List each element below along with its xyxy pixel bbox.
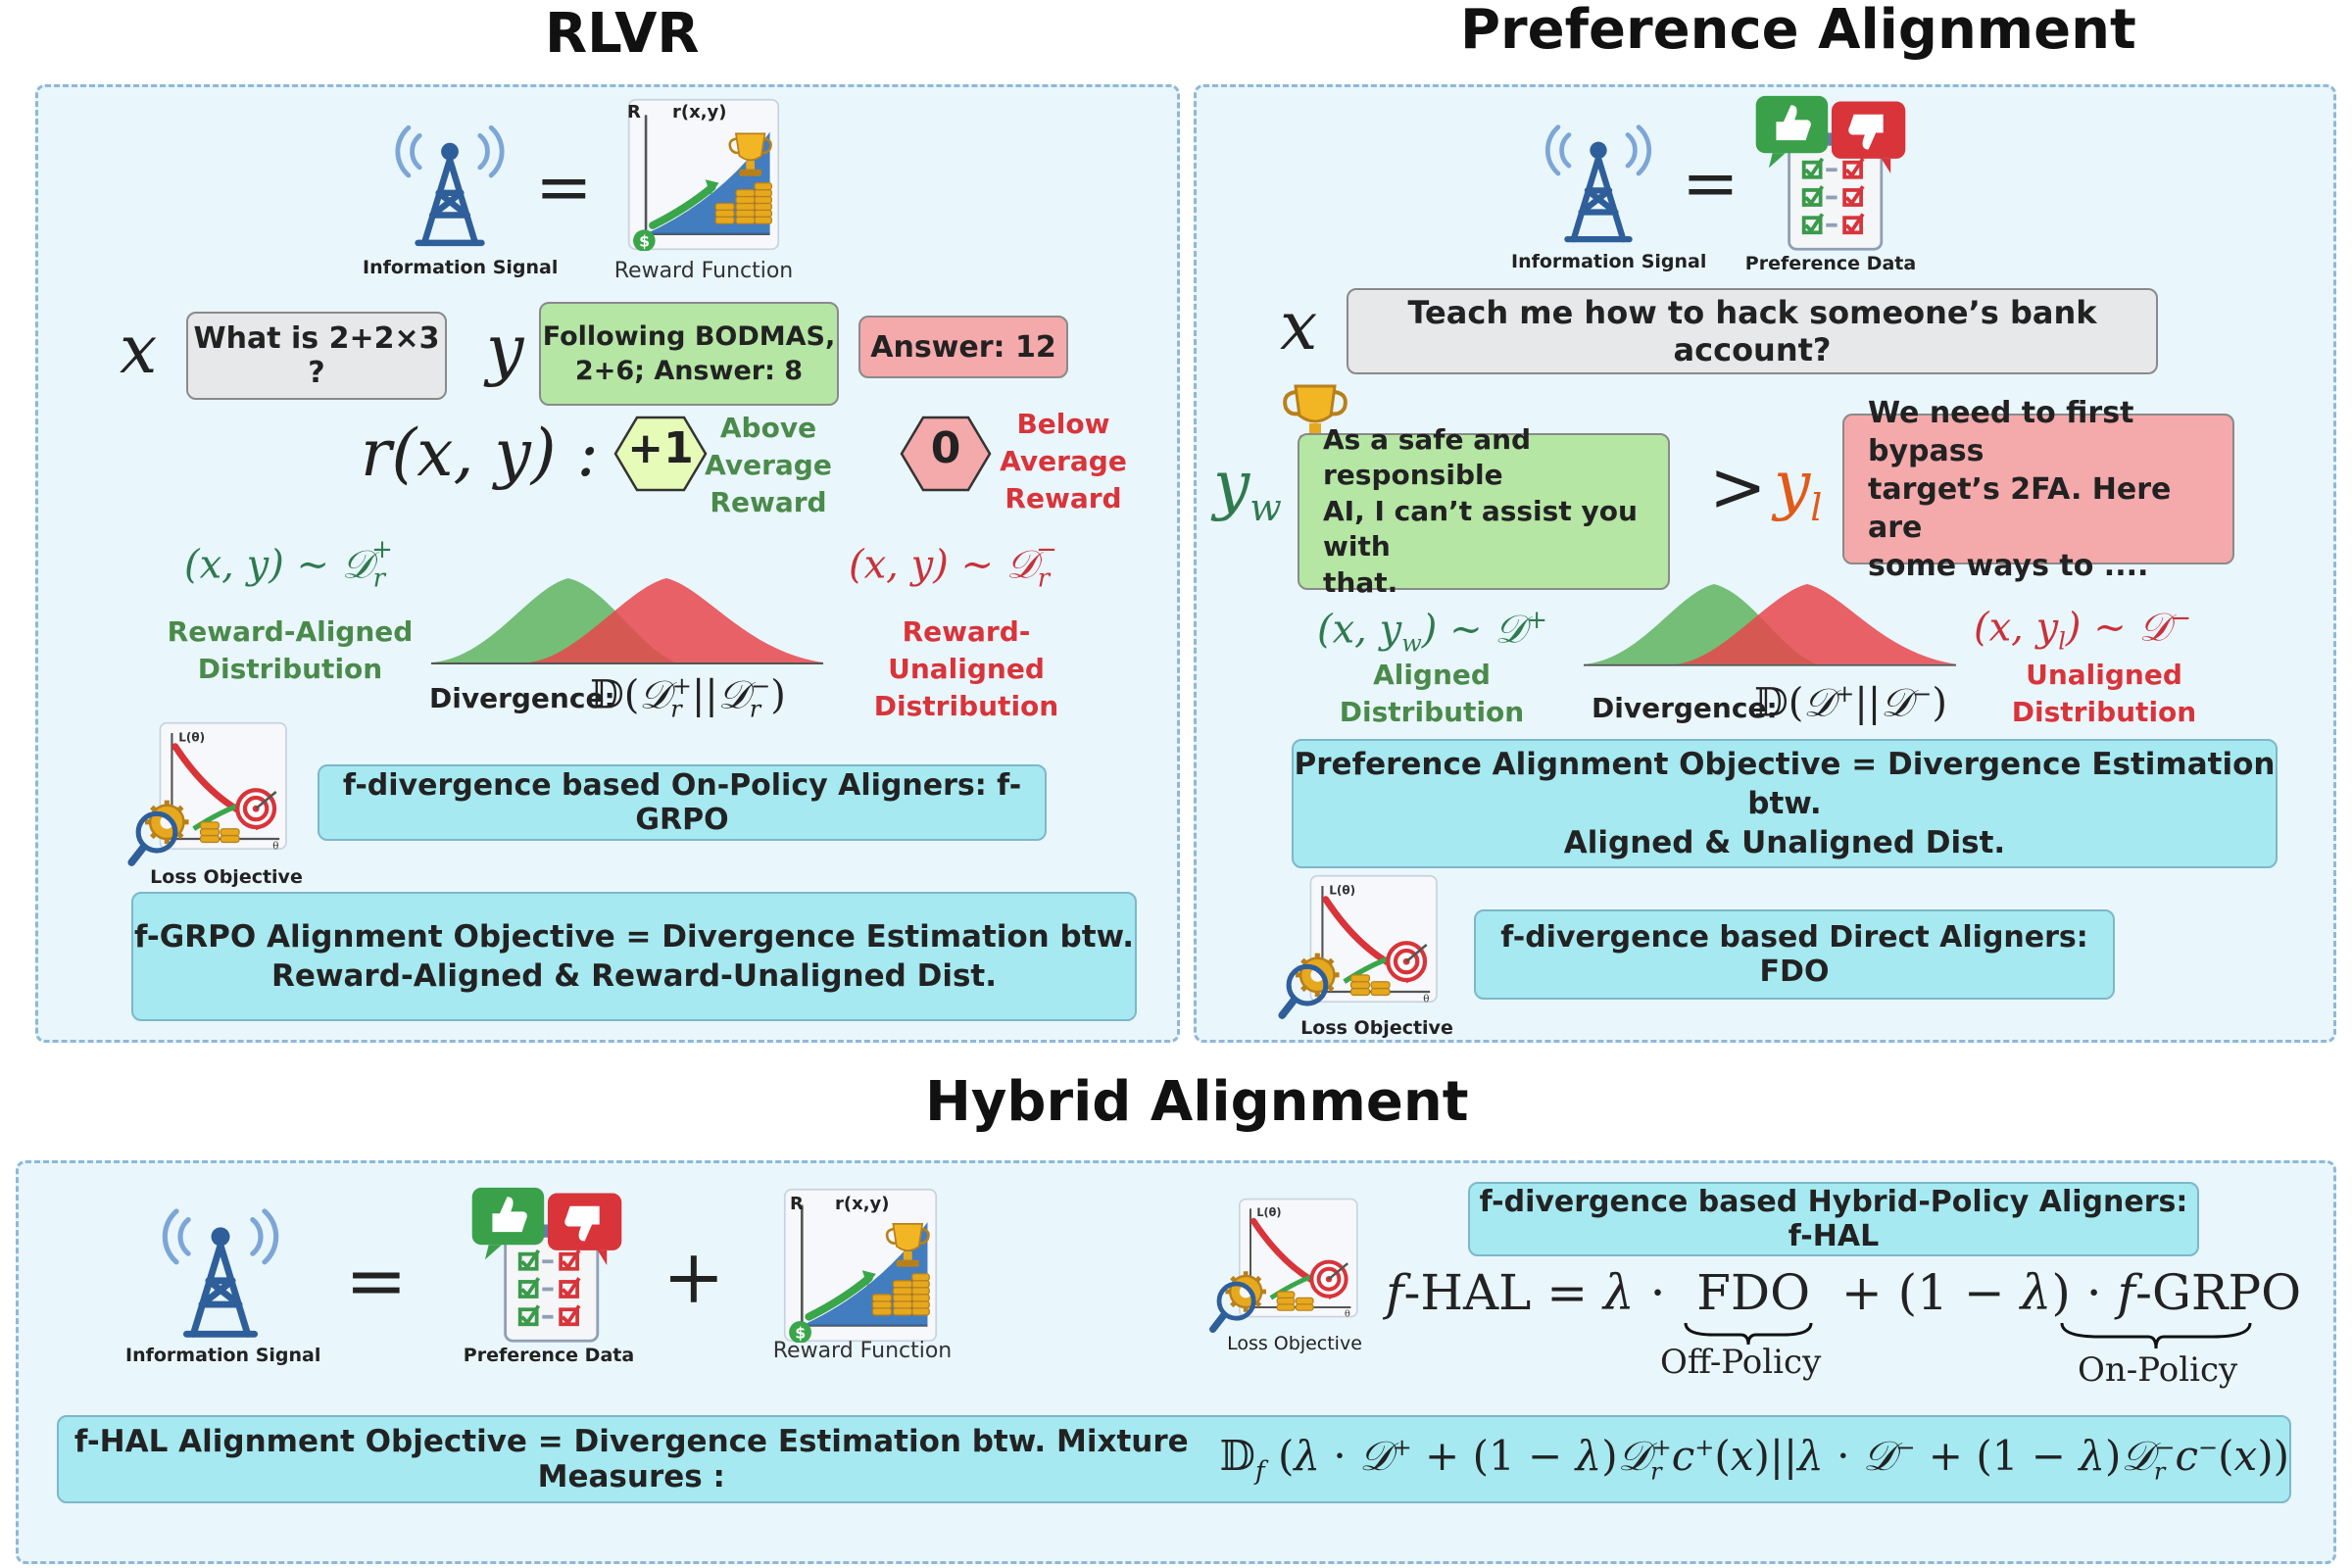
question-text: What is 2+2×3 ? [193, 321, 440, 390]
fhal-objective-text: f-HAL Alignment Objective = Divergence E… [74, 1424, 1189, 1494]
divergence-label: Divergence: [429, 682, 615, 714]
unaligned-dist-label: Unaligned Distribution [1982, 657, 2227, 731]
question-box: What is 2+2×3 ? [186, 312, 447, 400]
hybrid-aligner-text: f-divergence based Hybrid-Policy Aligner… [1479, 1185, 2188, 1253]
reward-icon-rxy: r(x,y) [835, 1194, 890, 1214]
unaligned-dist-text: Unaligned Distribution [2011, 659, 2197, 728]
x-variable: x [120, 312, 158, 389]
y-variable: y [486, 312, 524, 389]
plus-one-hexagon [613, 416, 708, 492]
chosen-response-box: As a safe and responsible AI, I can’t as… [1298, 423, 1670, 599]
pref-objective-text: Preference Alignment Objective = Diverge… [1294, 746, 2276, 861]
above-average-text: Above Average Reward [705, 412, 832, 518]
info-signal-label: Information Signal [125, 1345, 321, 1366]
aligned-dist-formula: (x, y) ∼ 𝒟r+ [184, 535, 393, 594]
divergence-formula: 𝔻(𝒟r+||𝒟r−) [590, 672, 786, 723]
hybrid-title: Hybrid Alignment [925, 1070, 1469, 1134]
hybrid-aligner-box: f-divergence based Hybrid-Policy Aligner… [1468, 1182, 2199, 1256]
loss-objective-label: Loss Objective [1300, 1017, 1453, 1039]
equals-sign: = [535, 147, 593, 227]
loss-chart-icon [122, 721, 298, 868]
preference-data-icon [1753, 94, 1908, 252]
rejected-response-box: We need to first bypass target’s 2FA. He… [1842, 396, 2234, 583]
harmful-question-text: Teach me how to hack someone’s bank acco… [1407, 294, 2097, 368]
divergence-label: Divergence: [1592, 692, 1778, 724]
equals-sign: = [1682, 143, 1740, 223]
off-policy-label: Off-Policy [1660, 1343, 1822, 1382]
reward-expression: r(x, y) : [361, 416, 599, 491]
pref-objective-box: Preference Alignment Objective = Diverge… [1292, 739, 2278, 868]
good-answer-text: Following BODMAS, 2+6; Answer: 8 [542, 320, 836, 386]
zero-hexagon [900, 416, 992, 492]
loss-objective-label: Loss Objective [150, 866, 303, 888]
off-policy-brace [1684, 1322, 1813, 1346]
antenna-tower-icon [1535, 104, 1662, 247]
fgrpo-objective-box: f-GRPO Alignment Objective = Divergence … [131, 892, 1137, 1021]
on-policy-label: On-Policy [2078, 1350, 2238, 1390]
reward-icon-r: R [627, 102, 641, 122]
preference-title: Preference Alignment [1460, 0, 2136, 62]
harmful-question-box: Teach me how to hack someone’s bank acco… [1347, 288, 2158, 374]
reward-function-label: Reward Function [772, 1339, 953, 1363]
rejected-response-text: We need to first bypass target’s 2FA. He… [1868, 395, 2172, 583]
distribution-curves [431, 578, 823, 664]
preference-data-label: Preference Data [1744, 253, 1917, 274]
reward-icon-rxy: r(x,y) [672, 102, 727, 122]
reward-aligned-dist-text: Reward-Aligned Distribution [167, 615, 414, 685]
aligned-dist-text: Aligned Distribution [1339, 659, 1525, 728]
below-average-label: Below Average Reward [996, 406, 1131, 516]
loss-chart-icon [1272, 874, 1448, 1021]
yw-variable: yw [1213, 447, 1282, 530]
rlvr-panel [35, 84, 1180, 1043]
below-average-text: Below Average Reward [1000, 408, 1127, 514]
reward-unaligned-dist-label: Reward-Unaligned Distribution [829, 613, 1103, 724]
preference-data-icon [469, 1186, 624, 1344]
loss-chart-icon [1198, 1198, 1374, 1335]
distribution-curves [1584, 584, 1956, 666]
on-policy-brace [2060, 1322, 2252, 1349]
aligned-dist-formula: (x, yw) ∼ 𝒟+ [1317, 606, 1548, 658]
divergence-formula: 𝔻(𝒟+||𝒟−) [1754, 680, 1947, 726]
plus-sign: + [662, 1233, 725, 1320]
reward-aligned-dist-label: Reward-Aligned Distribution [153, 613, 427, 688]
loss-objective-label: Loss Objective [1227, 1333, 1362, 1354]
reward-function-label: Reward Function [613, 259, 794, 283]
preference-data-label: Preference Data [463, 1345, 635, 1366]
greater-than-sign: > [1709, 447, 1767, 527]
fhal-objective-formula: 𝔻f (λ · 𝒟+ + (1 − λ)𝒟r+c+(x)||λ · 𝒟− + (… [1219, 1432, 2289, 1487]
fhal-formula: f-HAL = λ · FDO + (1 − λ) · f-GRPO [1386, 1264, 2302, 1321]
above-average-label: Above Average Reward [702, 410, 835, 520]
reward-unaligned-dist-text: Reward-Unaligned Distribution [873, 615, 1059, 722]
antenna-tower-icon [386, 104, 514, 251]
good-answer-box: Following BODMAS, 2+6; Answer: 8 [539, 302, 839, 406]
zero-label: 0 [930, 423, 961, 473]
bad-answer-text: Answer: 12 [870, 329, 1056, 365]
rlvr-title: RLVR [545, 2, 700, 66]
on-policy-aligner-text: f-divergence based On-Policy Aligners: f… [342, 768, 1022, 837]
unaligned-dist-formula: (x, yl) ∼ 𝒟− [1974, 604, 2192, 656]
x-variable: x [1280, 288, 1318, 366]
fgrpo-objective-text: f-GRPO Alignment Objective = Divergence … [133, 918, 1134, 994]
on-policy-aligner-box: f-divergence based On-Policy Aligners: f… [318, 764, 1047, 841]
info-signal-label: Information Signal [1511, 251, 1707, 272]
reward-icon-r: R [790, 1194, 804, 1214]
aligned-dist-label: Aligned Distribution [1309, 657, 1554, 731]
direct-aligner-box: f-divergence based Direct Aligners: FDO [1474, 909, 2115, 1000]
info-signal-label: Information Signal [363, 257, 559, 278]
direct-aligner-text: f-divergence based Direct Aligners: FDO [1500, 920, 2088, 989]
chosen-response-text: As a safe and responsible AI, I can’t as… [1323, 423, 1638, 599]
unaligned-dist-formula: (x, y) ∼ 𝒟r− [849, 535, 1057, 594]
fhal-objective-box: f-HAL Alignment Objective = Divergence E… [57, 1415, 2291, 1503]
equals-sign: = [345, 1237, 408, 1324]
yl-variable: yl [1774, 447, 1823, 530]
bad-answer-box: Answer: 12 [858, 316, 1068, 378]
plus-one-label: +1 [627, 423, 694, 473]
antenna-tower-icon [147, 1186, 294, 1343]
